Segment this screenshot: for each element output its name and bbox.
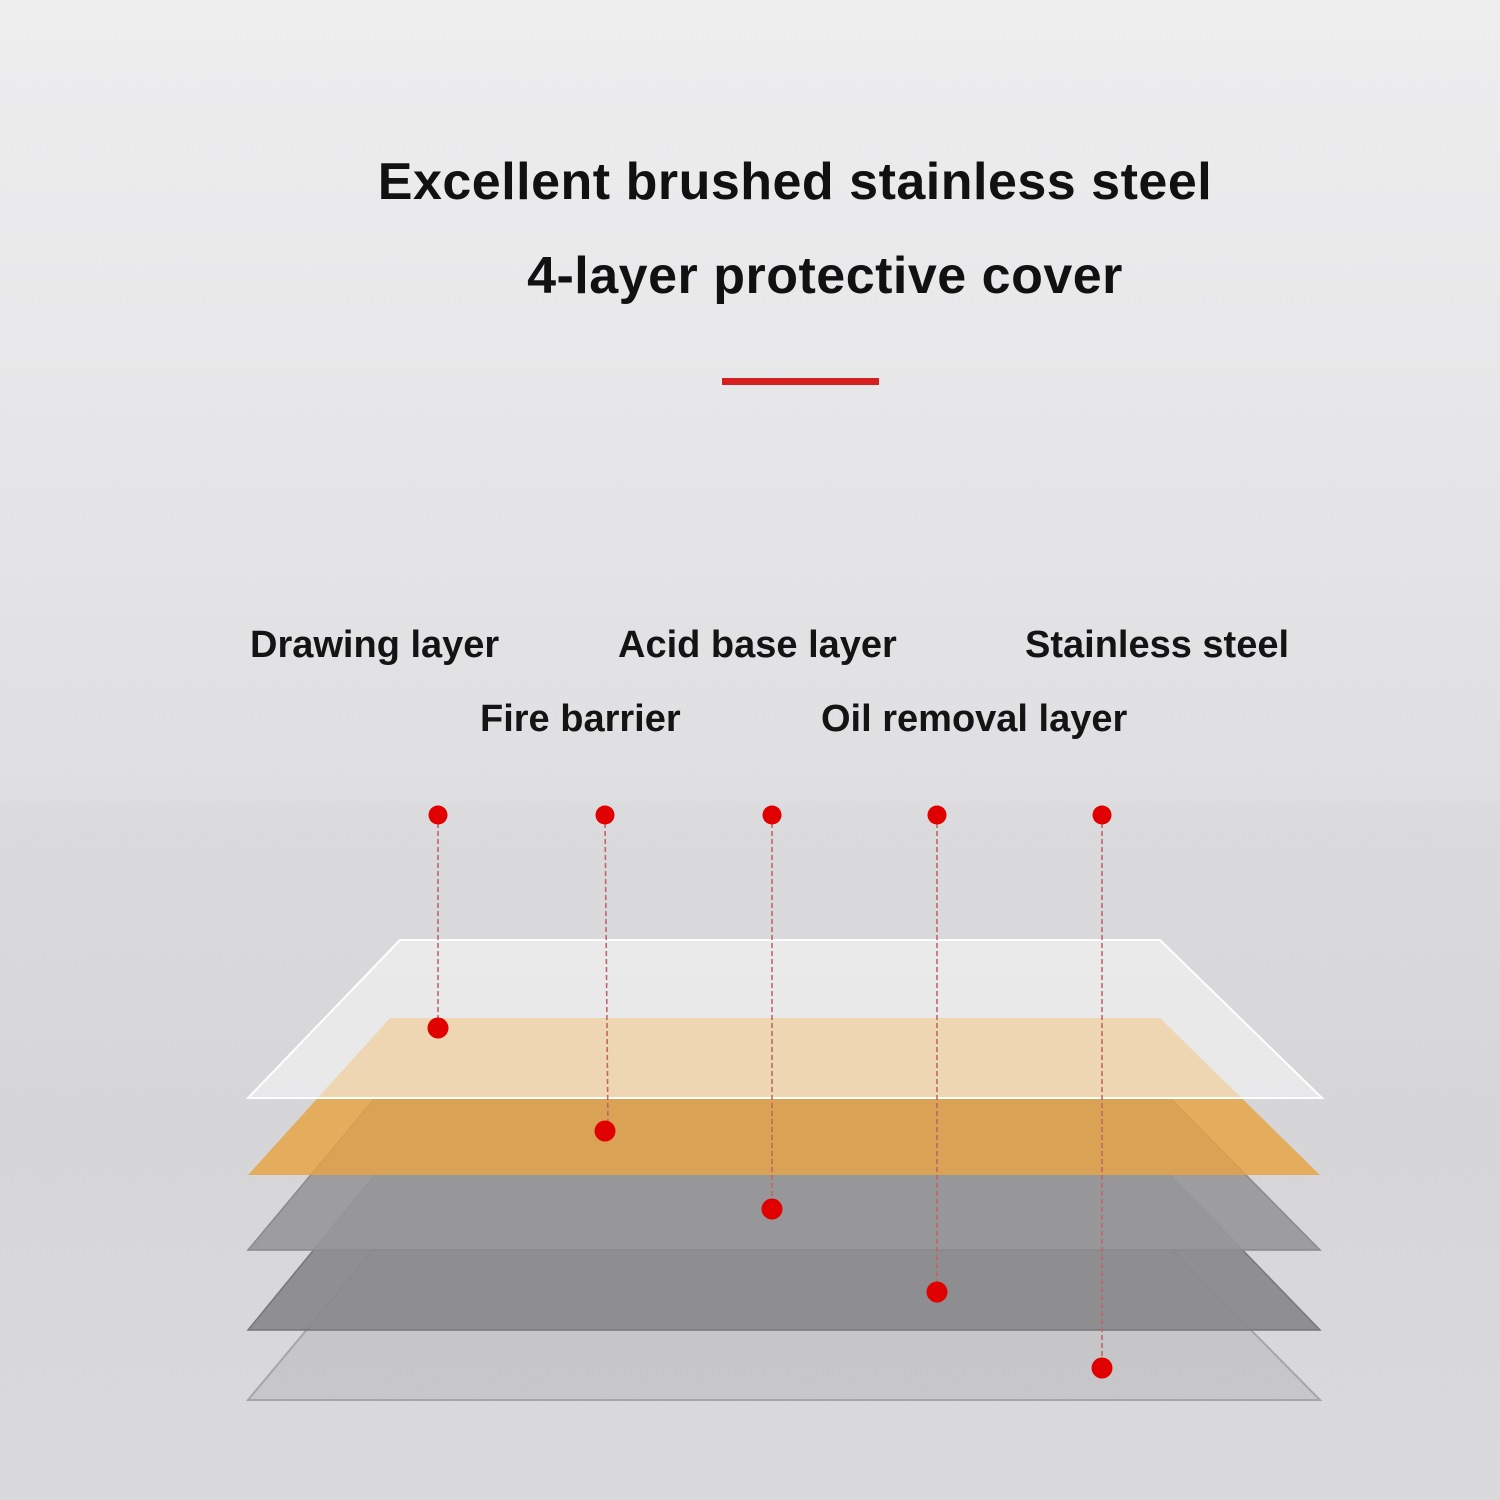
label-oil-removal-layer: Oil removal layer <box>821 698 1128 740</box>
title-divider <box>722 378 879 385</box>
layer-dot-5 <box>1091 1357 1113 1379</box>
label-drawing-layer: Drawing layer <box>250 624 500 666</box>
layer-dot-3 <box>761 1198 783 1220</box>
title-line-2: 4-layer protective cover <box>527 247 1123 305</box>
title-line-1: Excellent brushed stainless steel <box>377 153 1213 211</box>
label-fire-barrier: Fire barrier <box>480 698 681 740</box>
top-dot-3 <box>762 805 782 825</box>
label-stainless-steel: Stainless steel <box>1025 624 1290 666</box>
top-dot-1 <box>428 805 448 825</box>
layer-dot-4 <box>926 1281 948 1303</box>
label-acid-base-layer: Acid base layer <box>618 624 897 666</box>
top-dot-2 <box>595 805 615 825</box>
layer-top-transparent <box>245 939 1325 1099</box>
top-dot-4 <box>927 805 947 825</box>
layer-dot-1 <box>427 1017 449 1039</box>
layer-dot-2 <box>594 1120 616 1142</box>
connector-line-2 <box>604 814 609 1132</box>
top-dot-5 <box>1092 805 1112 825</box>
